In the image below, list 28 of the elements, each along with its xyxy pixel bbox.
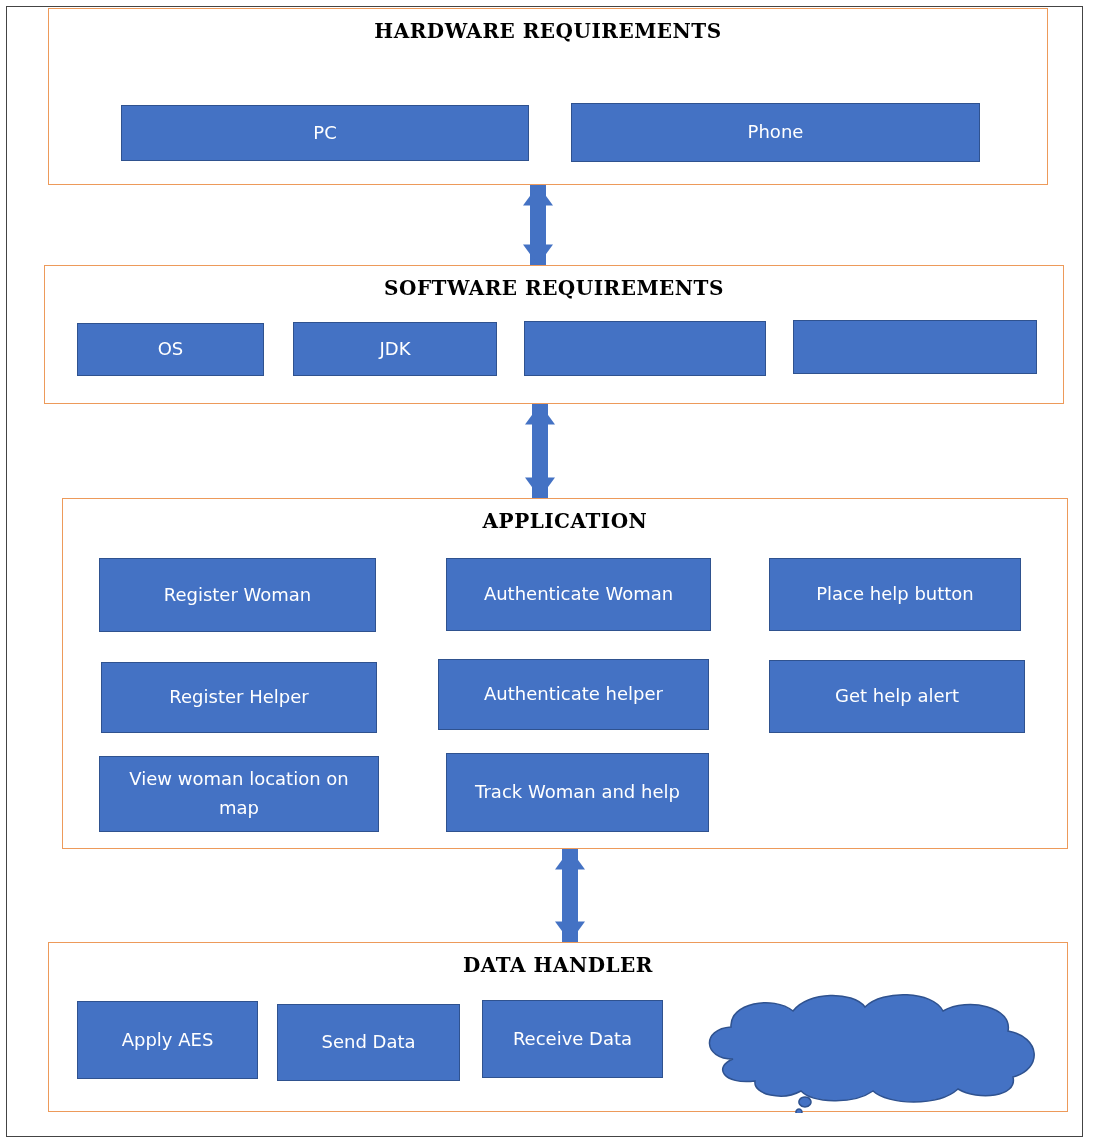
process-box: Register Helper <box>101 662 377 733</box>
process-box: PC <box>121 105 529 161</box>
process-box: Register Woman <box>99 558 376 632</box>
process-box: Apply AES <box>77 1001 258 1079</box>
process-box: Authenticate helper <box>438 659 709 730</box>
process-box: Get help alert <box>769 660 1025 733</box>
process-box: Track Woman and help <box>446 753 709 832</box>
group-title: APPLICATION <box>482 509 648 533</box>
double-arrow <box>525 404 555 498</box>
group-title: HARDWARE REQUIREMENTS <box>374 19 722 43</box>
group-panel <box>62 498 1068 849</box>
process-box: Phone <box>571 103 980 162</box>
group-panel <box>48 8 1048 185</box>
process-box: View woman location on map <box>99 756 379 832</box>
process-box <box>524 321 766 376</box>
group-panel <box>44 265 1064 404</box>
process-box: Place help button <box>769 558 1021 631</box>
process-box: Receive Data <box>482 1000 663 1078</box>
process-box <box>793 320 1037 374</box>
process-box: Send Data <box>277 1004 460 1081</box>
group-title: DATA HANDLER <box>463 953 653 977</box>
group-panel <box>48 942 1068 1112</box>
process-box: OS <box>77 323 264 376</box>
double-arrow <box>523 185 553 265</box>
process-box: Authenticate Woman <box>446 558 711 631</box>
double-arrow <box>555 849 585 942</box>
group-title: SOFTWARE REQUIREMENTS <box>384 276 724 300</box>
process-box: JDK <box>293 322 497 376</box>
